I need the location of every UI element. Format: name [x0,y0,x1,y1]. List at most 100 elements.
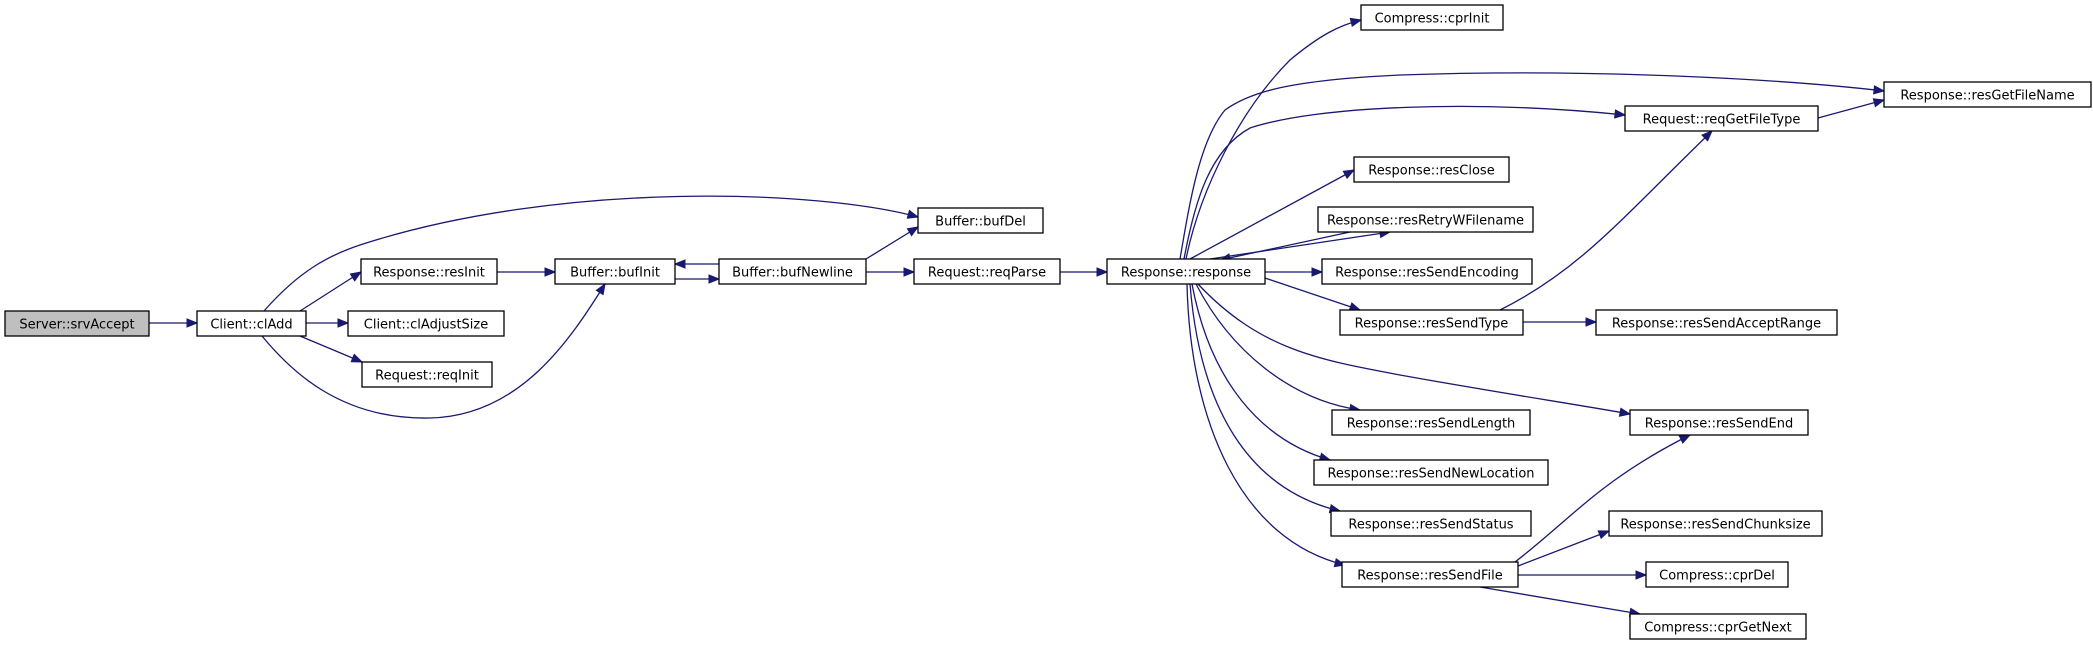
edge-reqGetFileType-to-resGetFileName [1817,98,1886,119]
node-label: Response::resSendChunksize [1620,518,1810,533]
node-resSendEnd[interactable]: Response::resSendEnd [1629,409,1809,436]
node-resSendType[interactable]: Response::resSendType [1339,309,1524,336]
edge-response-to-resClose [1189,169,1356,260]
node-label: Compress::cprGetNext [1644,621,1792,636]
node-resSendAcceptRange[interactable]: Response::resSendAcceptRange [1595,309,1838,336]
node-response[interactable]: Response::response [1106,258,1266,285]
node-box [917,207,1044,234]
node-label: Client::clAdjustSize [364,318,488,333]
node-reqParse[interactable]: Request::reqParse [913,258,1061,285]
edge-reqParse-to-response [1060,267,1109,277]
node-label: Buffer::bufInit [570,266,660,281]
edge-response-to-resSendLength [1195,283,1362,414]
edge-response-to-resGetFileName [1179,72,1886,260]
node-box [1624,105,1819,132]
node-resSendEncoding[interactable]: Response::resSendEncoding [1321,258,1533,285]
edge-response-to-resSendNewLocation [1191,283,1332,462]
node-box [1608,510,1823,537]
node-label: Response::resClose [1368,164,1494,179]
node-resSendNewLocation[interactable]: Response::resSendNewLocation [1313,459,1549,486]
edge-resSendFile-to-cprGetNext [1479,586,1642,617]
edge-response-to-resSendType [1264,277,1362,312]
node-box [1360,4,1504,31]
node-label: Response::resSendNewLocation [1327,467,1534,482]
edge-bufNewline-to-bufDel [865,226,920,260]
node-resSendLength[interactable]: Response::resSendLength [1331,409,1531,436]
node-box [360,258,498,285]
edge-clAdd-to-clAdjustSize [306,318,350,328]
edge-bufNewline-to-reqParse [866,267,916,277]
node-box [1629,409,1809,436]
node-cprDel[interactable]: Compress::cprDel [1645,561,1789,588]
node-box [1331,409,1531,436]
node-box [1339,309,1524,336]
node-box [1313,459,1549,486]
node-label: Response::resSendStatus [1348,518,1513,533]
edge-clAdd-to-bufInit [261,282,606,419]
node-box [361,361,493,388]
node-box [1341,561,1519,588]
edge-clAdd-to-bufDel [263,195,920,312]
node-box [4,310,150,337]
node-label: Response::resSendFile [1357,569,1503,584]
node-resRetryWFilename[interactable]: Response::resRetryWFilename [1317,206,1534,233]
node-cprGetNext[interactable]: Compress::cprGetNext [1629,613,1807,640]
node-label: Client::clAdd [210,318,292,333]
node-srvAccept[interactable]: Server::srvAccept [4,310,150,337]
node-box [1317,206,1534,233]
edge-resRetryWFilename-to-response [1218,231,1351,263]
node-bufInit[interactable]: Buffer::bufInit [554,258,676,285]
node-box [1883,81,2092,108]
node-clAdd[interactable]: Client::clAdd [196,310,307,337]
edge-clAdd-to-resInit [299,271,363,312]
node-reqInit[interactable]: Request::reqInit [361,361,493,388]
node-label: Compress::cprDel [1659,569,1775,584]
edge-resSendFile-to-cprDel [1518,570,1648,580]
node-clAdjustSize[interactable]: Client::clAdjustSize [347,310,505,337]
node-label: Response::resSendAcceptRange [1612,317,1821,332]
node-label: Buffer::bufNewline [732,266,853,281]
node-label: Request::reqGetFileType [1643,113,1801,128]
node-label: Response::resSendLength [1347,417,1516,432]
edge-response-to-resSendEncoding [1265,267,1324,277]
node-box [1330,510,1532,537]
node-label: Request::reqParse [928,266,1046,281]
node-bufDel[interactable]: Buffer::bufDel [917,207,1044,234]
edge-resSendFile-to-resSendEnd [1514,434,1692,563]
node-label: Buffer::bufDel [935,215,1026,230]
node-resGetFileName[interactable]: Response::resGetFileName [1883,81,2092,108]
node-reqGetFileType[interactable]: Request::reqGetFileType [1624,105,1819,132]
edge-clAdd-to-reqInit [299,335,364,363]
edge-resInit-to-bufInit [497,267,557,277]
node-resClose[interactable]: Response::resClose [1353,156,1510,183]
node-resSendStatus[interactable]: Response::resSendStatus [1330,510,1532,537]
node-resSendFile[interactable]: Response::resSendFile [1341,561,1519,588]
node-resSendChunksize[interactable]: Response::resSendChunksize [1608,510,1823,537]
node-box [1645,561,1789,588]
node-box [1106,258,1266,285]
node-label: Response::resRetryWFilename [1327,214,1524,229]
node-label: Response::resInit [373,266,485,281]
node-label: Response::resSendEnd [1645,417,1793,432]
edge-bufInit-to-bufNewline [675,274,721,284]
edge-response-to-resSendEnd [1197,283,1632,417]
node-label: Response::resGetFileName [1900,89,2074,104]
node-box [1353,156,1510,183]
node-label: Server::srvAccept [19,318,134,333]
node-box [1629,613,1807,640]
node-cprInit[interactable]: Compress::cprInit [1360,4,1504,31]
node-bufNewline[interactable]: Buffer::bufNewline [718,258,867,285]
node-box [1321,258,1533,285]
edge-resSendType-to-resSendAcceptRange [1523,317,1598,327]
edge-bufNewline-to-bufInit [673,259,719,269]
node-resInit[interactable]: Response::resInit [360,258,498,285]
node-label: Request::reqInit [375,369,479,384]
node-box [1595,309,1838,336]
node-box [718,258,867,285]
edge-srvAccept-to-clAdd [144,318,199,328]
node-label: Compress::cprInit [1375,12,1490,27]
edge-resSendType-to-reqGetFileType [1499,130,1713,311]
node-label: Response::resSendType [1355,317,1509,332]
